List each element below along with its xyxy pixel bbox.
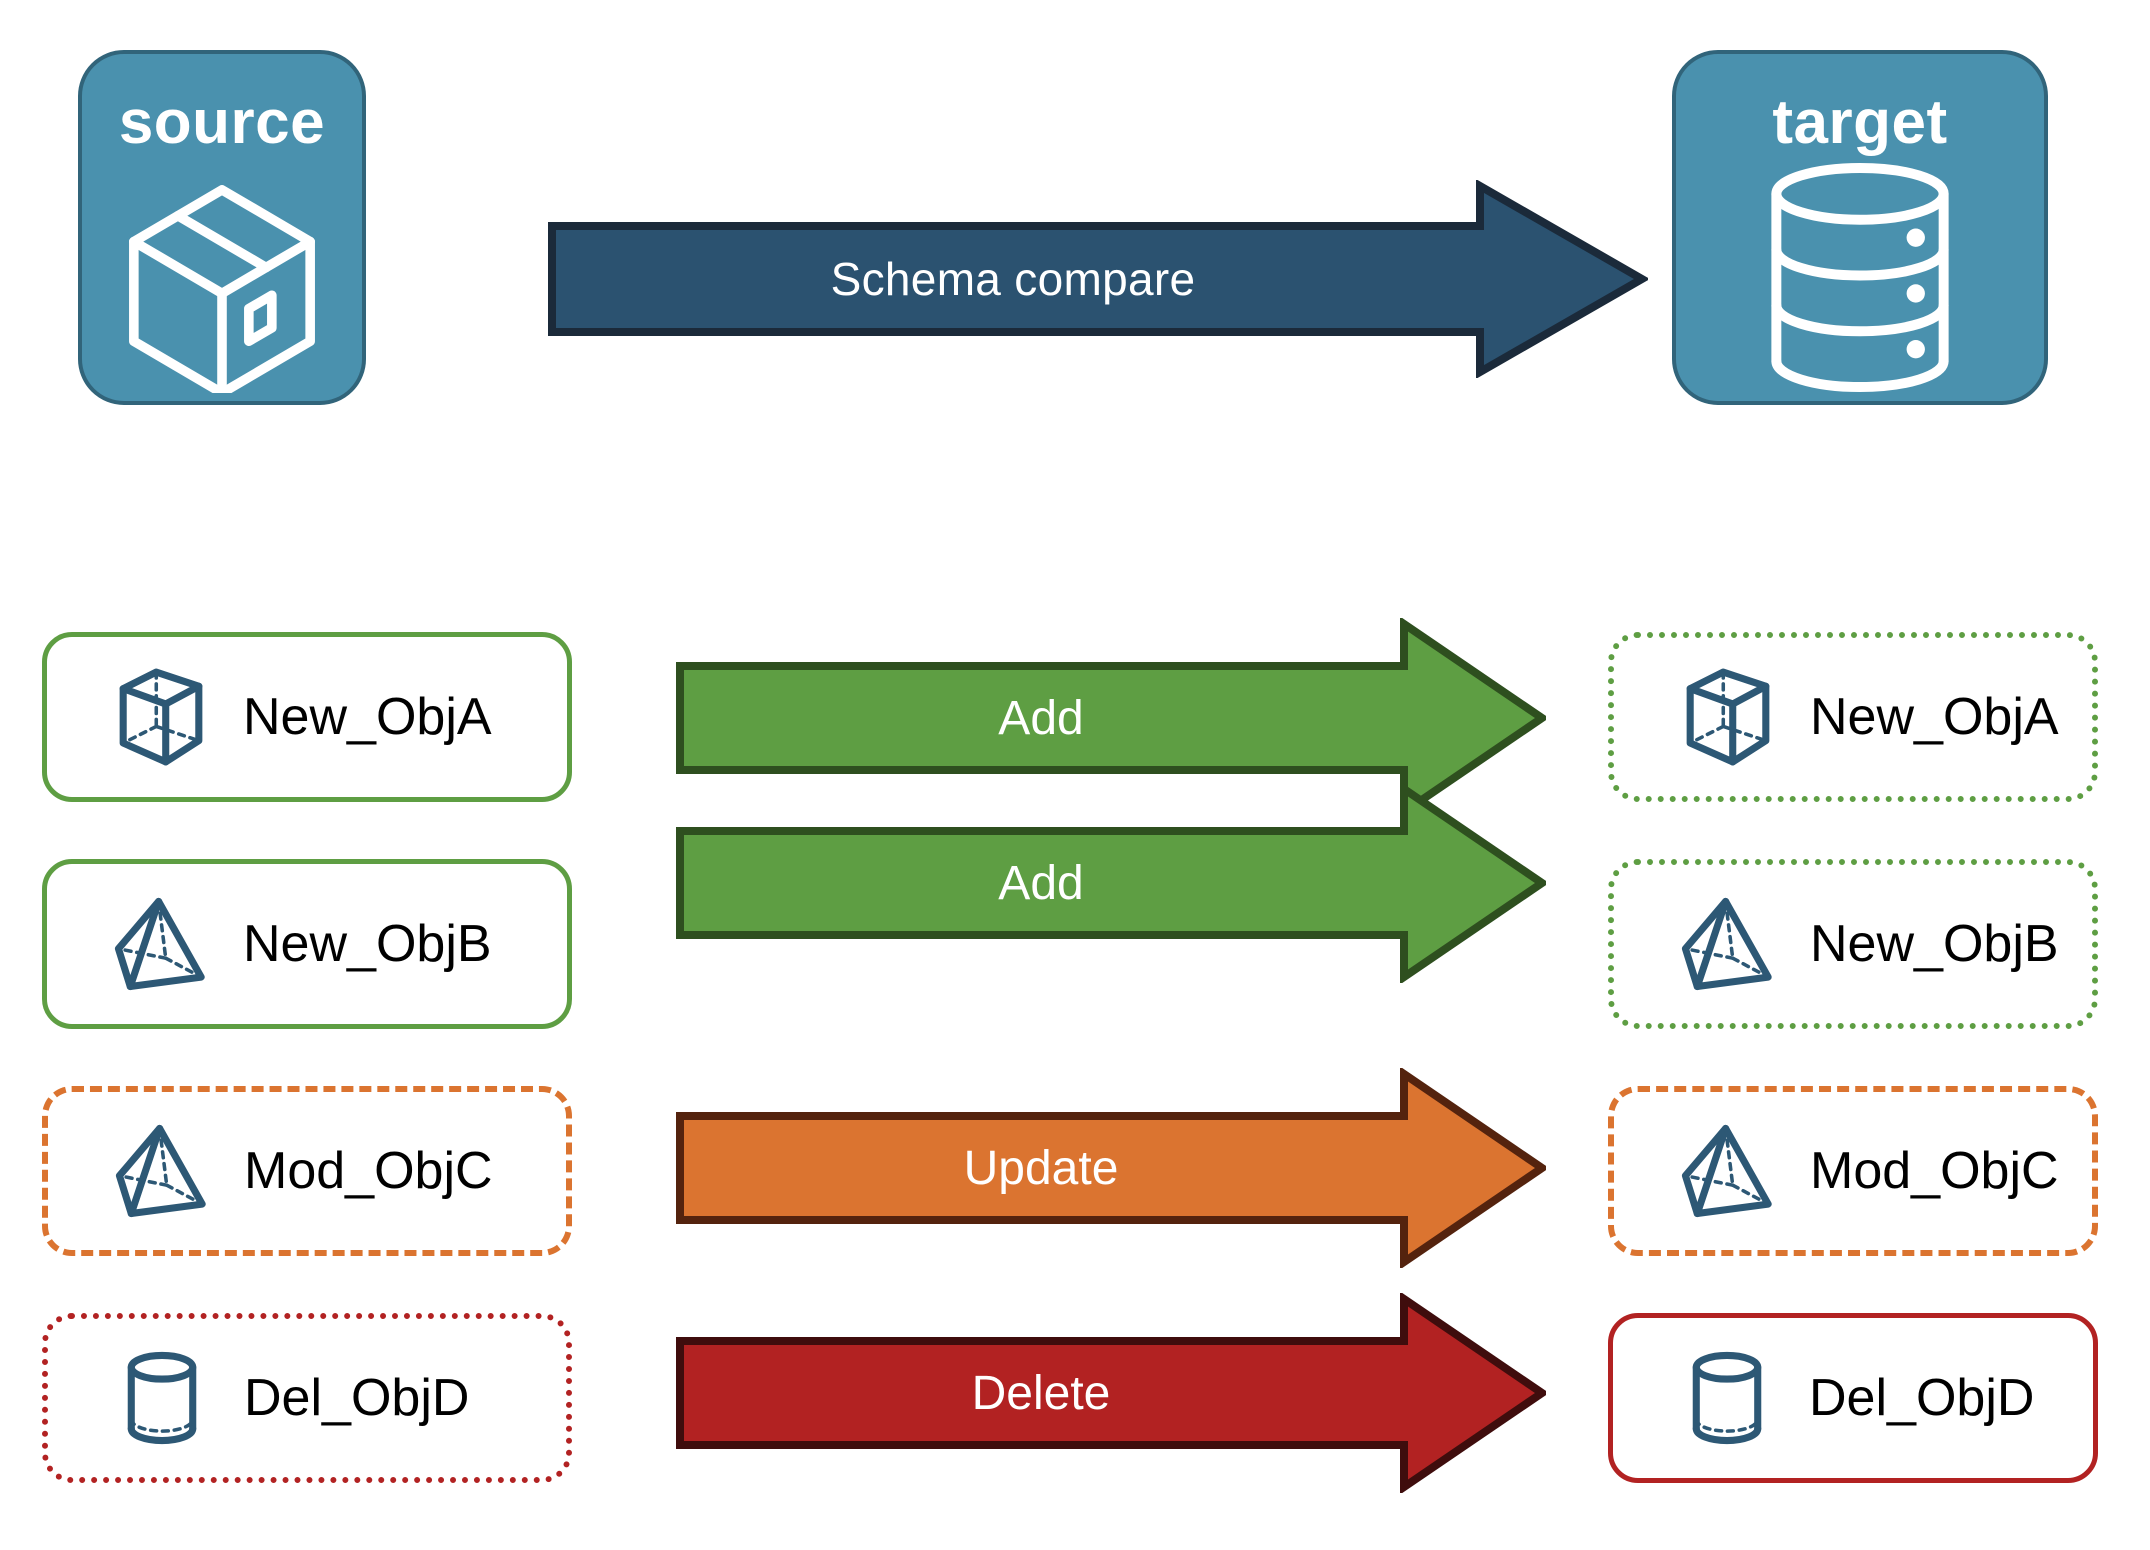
source-object-card-2[interactable]: Mod_ObjC bbox=[42, 1086, 572, 1256]
action-arrow-label-1: Add bbox=[998, 856, 1084, 910]
source-object-card-0[interactable]: New_ObjA bbox=[42, 632, 572, 802]
cube-wireframe-icon bbox=[1676, 665, 1780, 769]
target-object-label-0: New_ObjA bbox=[1810, 688, 2059, 746]
target-object-label-1: New_ObjB bbox=[1810, 915, 2059, 973]
database-cylinder-icon bbox=[1676, 154, 2044, 401]
source-object-label-0: New_ObjA bbox=[243, 688, 492, 746]
pyramid-wireframe-icon bbox=[109, 892, 213, 996]
source-object-label-2: Mod_ObjC bbox=[244, 1142, 493, 1200]
action-arrow-2: Update bbox=[676, 1066, 1550, 1270]
target-object-card-3[interactable]: Del_ObjD bbox=[1608, 1313, 2098, 1483]
target-object-label-2: Mod_ObjC bbox=[1810, 1142, 2059, 1200]
cylinder-wireframe-icon bbox=[110, 1346, 214, 1450]
action-arrow-label-2: Update bbox=[963, 1141, 1119, 1195]
action-arrow-3: Delete bbox=[676, 1291, 1550, 1495]
action-arrow-1: Add bbox=[676, 781, 1550, 985]
cube-wireframe-icon bbox=[109, 665, 213, 769]
cylinder-wireframe-icon bbox=[1675, 1346, 1779, 1450]
action-arrow-label-3: Delete bbox=[971, 1366, 1111, 1420]
action-arrow-label-0: Add bbox=[998, 691, 1084, 745]
pyramid-wireframe-icon bbox=[1676, 1119, 1780, 1223]
source-title: source bbox=[118, 88, 326, 157]
source-object-card-3[interactable]: Del_ObjD bbox=[42, 1313, 572, 1483]
pyramid-wireframe-icon bbox=[110, 1119, 214, 1223]
target-object-card-0[interactable]: New_ObjA bbox=[1608, 632, 2098, 802]
source-object-label-1: New_ObjB bbox=[243, 915, 492, 973]
target-object-card-1[interactable]: New_ObjB bbox=[1608, 859, 2098, 1029]
target-object-card-2[interactable]: Mod_ObjC bbox=[1608, 1086, 2098, 1256]
source-object-card-1[interactable]: New_ObjB bbox=[42, 859, 572, 1029]
pyramid-wireframe-icon bbox=[1676, 892, 1780, 996]
target-endpoint-card: target bbox=[1672, 50, 2048, 405]
action-arrow-0: Add bbox=[676, 616, 1550, 820]
target-title: target bbox=[1772, 88, 1948, 157]
schema-compare-arrow: Schema compare bbox=[548, 179, 1651, 379]
package-box-icon bbox=[82, 154, 362, 401]
source-endpoint-card: source bbox=[78, 50, 366, 405]
source-object-label-3: Del_ObjD bbox=[244, 1369, 470, 1427]
schema-compare-label: Schema compare bbox=[830, 253, 1196, 305]
target-object-label-3: Del_ObjD bbox=[1809, 1369, 2035, 1427]
